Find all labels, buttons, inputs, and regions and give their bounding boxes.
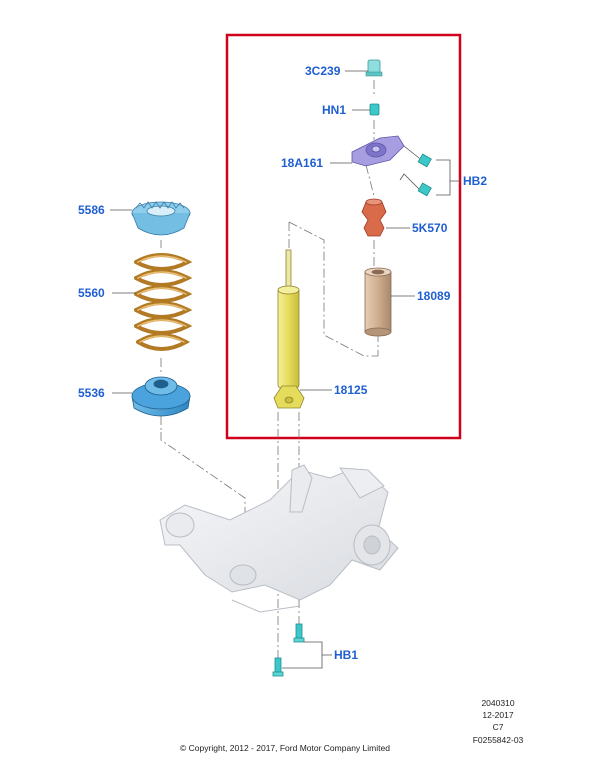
rear-subframe-knuckle bbox=[159, 464, 399, 613]
footer-code-3: C7 bbox=[493, 722, 504, 732]
upper-mount-18a161 bbox=[351, 135, 405, 167]
callout-18089: 18089 bbox=[417, 289, 451, 303]
footer-code-2: 12-2017 bbox=[482, 710, 513, 720]
callout-hb2: HB2 bbox=[463, 174, 487, 188]
footer-code-4: F0255842-03 bbox=[473, 735, 524, 745]
dust-boot-18089 bbox=[364, 267, 392, 337]
bolts-hb2 bbox=[399, 145, 432, 197]
callout-5536: 5536 bbox=[78, 386, 105, 400]
nut-hn1 bbox=[369, 103, 380, 116]
callout-18a161: 18A161 bbox=[281, 156, 323, 170]
copyright-text: © Copyright, 2012 - 2017, Ford Motor Com… bbox=[180, 743, 390, 753]
footer-code-1: 2040310 bbox=[481, 698, 514, 708]
shock-absorber-18125 bbox=[273, 249, 305, 409]
callout-3c239: 3C239 bbox=[305, 64, 341, 78]
bolts-hb1 bbox=[272, 623, 305, 677]
spring-isolator-5586 bbox=[131, 201, 191, 236]
callout-18125: 18125 bbox=[334, 383, 368, 397]
nut-3c239 bbox=[365, 59, 383, 77]
callout-hn1: HN1 bbox=[322, 103, 346, 117]
leader-lines bbox=[110, 70, 461, 669]
spring-seat-5536 bbox=[131, 376, 191, 417]
callout-5k570: 5K570 bbox=[412, 221, 448, 235]
callout-hb1: HB1 bbox=[334, 648, 358, 662]
callout-5560: 5560 bbox=[78, 286, 105, 300]
coil-spring-5560 bbox=[134, 253, 193, 351]
coil-spring-5560-highlight bbox=[137, 255, 187, 343]
callout-5586: 5586 bbox=[78, 203, 105, 217]
bump-stop-5k570 bbox=[361, 198, 387, 237]
highlight-box bbox=[225, 33, 462, 440]
